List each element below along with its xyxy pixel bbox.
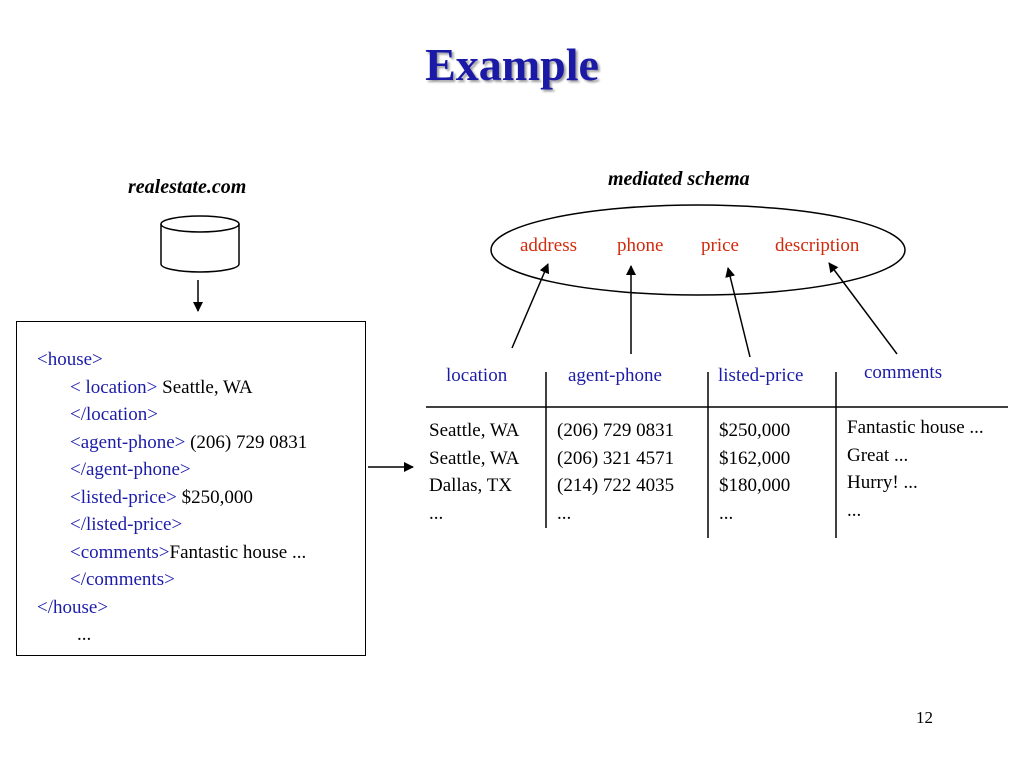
table-cell: Hurry! ... — [847, 472, 918, 493]
table-column-comments: Fantastic house ... Great ... Hurry! ...… — [847, 414, 984, 524]
xml-listing-box: <house> < location> Seattle, WA </locati… — [16, 321, 366, 656]
xml-line: <agent-phone> (206) 729 0831 — [70, 431, 308, 453]
table-cell: (206) 729 0831 — [557, 420, 675, 441]
table-cell: $180,000 — [719, 475, 791, 496]
schema-attr-address: address — [520, 235, 577, 256]
mapping-arrow-location-address — [511, 263, 550, 349]
table-cell: Great ... — [847, 444, 909, 466]
xml-line: <house> — [37, 349, 103, 370]
table-cell: Seattle, WA — [429, 447, 520, 469]
table-cell: ... — [429, 502, 444, 524]
table-cell: Fantastic house ... — [847, 417, 984, 438]
database-icon — [160, 215, 240, 273]
table-cell: (206) 321 4571 — [557, 447, 675, 469]
schema-attr-price: price — [701, 235, 739, 256]
mediated-schema-ellipse — [490, 204, 906, 296]
page-number: 12 — [916, 708, 933, 727]
table-cell: ... — [557, 502, 572, 524]
xml-line: ... — [77, 624, 92, 645]
xml-line: </house> — [37, 596, 109, 618]
column-header-location: location — [446, 365, 508, 386]
schema-attr-description: description — [775, 235, 860, 256]
mediated-schema-label: mediated schema — [608, 168, 750, 190]
table-cell: ... — [847, 499, 862, 521]
table-column-agent-phone: (206) 729 0831 (206) 321 4571 (214) 722 … — [557, 417, 674, 527]
xml-line: < location> Seattle, WA — [70, 376, 253, 398]
xml-line: </location> — [70, 404, 158, 425]
xml-line: </listed-price> — [70, 514, 183, 535]
mapping-arrow-price — [725, 267, 751, 358]
xml-line: <listed-price> $250,000 — [70, 486, 253, 508]
table-column-listed-price: $250,000 $162,000 $180,000 ... — [719, 417, 790, 527]
source-label: realestate.com — [128, 176, 247, 198]
column-header-listed-price: listed-price — [718, 365, 804, 386]
column-header-agent-phone: agent-phone — [568, 365, 662, 386]
table-cell: Dallas, TX — [429, 475, 513, 496]
table-cell: (214) 722 4035 — [557, 475, 675, 496]
mapping-arrow-comments-description — [828, 262, 898, 355]
table-cell: ... — [719, 502, 734, 524]
xml-line: </agent-phone> — [70, 459, 191, 480]
xml-line: </comments> — [70, 569, 175, 590]
column-header-comments: comments — [864, 362, 943, 383]
table-cell: $250,000 — [719, 420, 791, 441]
table-column-location: Seattle, WA Seattle, WA Dallas, TX ... — [429, 417, 519, 527]
table-cell: $162,000 — [719, 447, 791, 469]
table-cell: Seattle, WA — [429, 420, 520, 441]
schema-attr-phone: phone — [617, 235, 664, 256]
xml-line: <comments>Fantastic house ... — [70, 541, 307, 563]
slide-title: Example — [425, 39, 599, 90]
